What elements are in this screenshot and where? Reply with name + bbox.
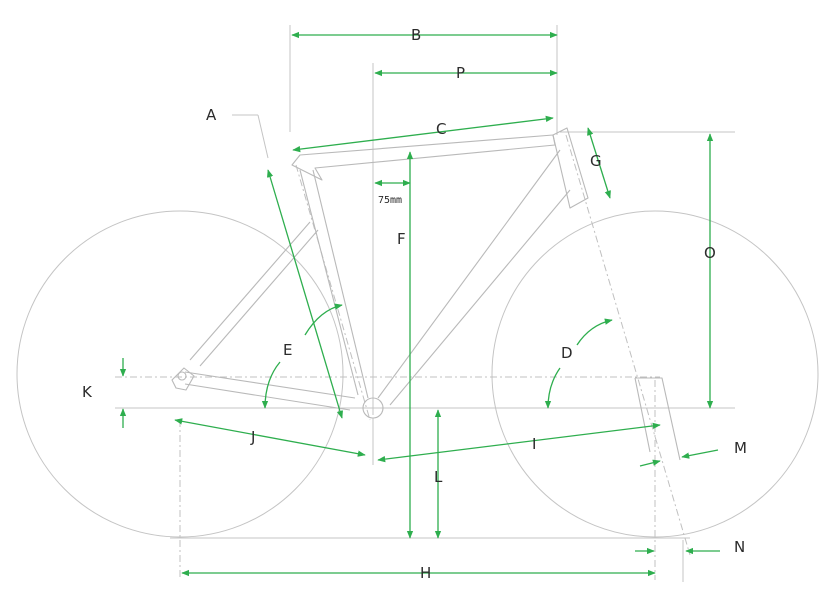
a-leader-diag [257, 114, 269, 159]
label-h: H [420, 564, 431, 582]
dim-a [266, 169, 344, 419]
label-f: F [397, 230, 406, 248]
label-d: D [561, 344, 573, 362]
label-o: O [704, 244, 716, 262]
dim-e-upper [304, 303, 343, 336]
label-a: A [206, 106, 217, 124]
rear-wheel [16, 210, 344, 538]
label-b: B [411, 26, 421, 44]
label-i: I [532, 435, 536, 453]
label-c: C [436, 120, 446, 138]
dim-d-lower [544, 367, 561, 409]
label-75mm: 75mm [378, 195, 402, 206]
label-g: G [590, 152, 602, 170]
dim-g [587, 127, 611, 199]
dim-c [292, 115, 554, 153]
seat-axis [295, 164, 371, 421]
label-p: P [456, 64, 465, 82]
dim-j [174, 418, 366, 457]
dim-i [377, 422, 661, 463]
steering-axis [565, 134, 691, 556]
label-l: L [434, 468, 443, 486]
dim-d-upper [576, 318, 613, 346]
dim-e-lower [261, 361, 281, 409]
label-k: K [82, 383, 93, 401]
label-j: J [250, 428, 255, 446]
dim-m-left [639, 459, 661, 467]
label-m: M [734, 439, 747, 457]
dim-m-right [681, 449, 719, 459]
label-n: N [734, 538, 745, 556]
label-e: E [283, 341, 292, 359]
